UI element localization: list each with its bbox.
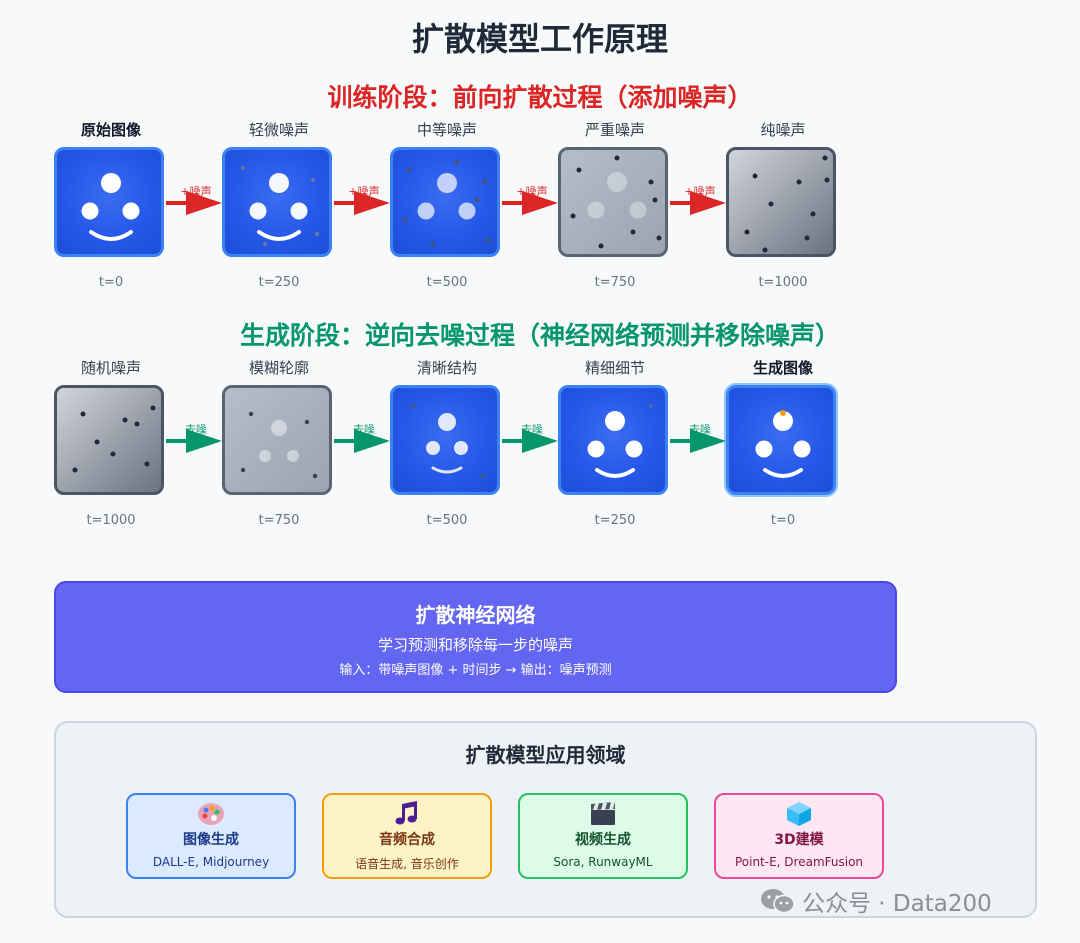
timestep-label: t=500 [426, 513, 468, 528]
application-title: 视频生成 [575, 832, 631, 848]
add-noise-arrow-icon [166, 191, 222, 215]
diffusion-network-box: 扩散神经网络 学习预测和移除每一步的噪声 输入：带噪声图像 + 时间步 → 输出… [54, 581, 897, 693]
palette-icon [128, 801, 294, 827]
denoise-arrow-icon [334, 429, 390, 453]
training-stage-label: 原始图像 [80, 121, 141, 139]
application-desc: 语音生成, 音乐创作 [355, 857, 459, 871]
training-stage-label: 中等噪声 [416, 121, 477, 139]
denoise-arrow-icon [502, 429, 558, 453]
training-stage-label: 纯噪声 [760, 121, 806, 139]
application-desc: Sora, RunwayML [553, 855, 653, 869]
medium-noise-panel [390, 147, 500, 257]
timestep-label: t=250 [258, 275, 300, 290]
timestep-label: t=0 [98, 275, 124, 290]
generated-image-panel [726, 385, 836, 495]
application-card-video: 视频生成 Sora, RunwayML [518, 793, 688, 879]
applications-title: 扩散模型应用领域 [465, 743, 626, 767]
application-card-image: 图像生成 DALL-E, Midjourney [126, 793, 296, 879]
application-title: 3D建模 [774, 832, 824, 848]
network-subtitle: 学习预测和移除每一步的噪声 [377, 636, 573, 654]
random-noise-panel [54, 385, 164, 495]
watermark-text: 公众号 · Data200 [802, 891, 992, 917]
add-noise-arrow-label: +噪声 [180, 185, 212, 198]
timestep-label: t=1000 [86, 513, 136, 528]
cube-icon [716, 801, 882, 827]
generation-stage-label: 随机噪声 [80, 359, 141, 377]
blurred-outline-panel [222, 385, 332, 495]
application-title: 图像生成 [183, 832, 239, 848]
network-io: 输入：带噪声图像 + 时间步 → 输出：噪声预测 [339, 663, 612, 678]
denoise-arrow-icon [670, 429, 726, 453]
add-noise-arrow-icon [670, 191, 726, 215]
application-card-3d: 3D建模 Point-E, DreamFusion [714, 793, 884, 879]
application-card-audio: 音频合成 语音生成, 音乐创作 [322, 793, 492, 879]
add-noise-arrow-label: +噪声 [684, 185, 716, 198]
original-image-panel [54, 147, 164, 257]
timestep-label: t=0 [770, 513, 796, 528]
network-title: 扩散神经网络 [415, 603, 536, 627]
fine-details-panel [558, 385, 668, 495]
pure-noise-panel [726, 147, 836, 257]
music-note-icon [324, 801, 490, 827]
add-noise-arrow-label: +噪声 [348, 185, 380, 198]
generation-stage-label: 模糊轮廓 [248, 359, 309, 377]
timestep-label: t=500 [426, 275, 468, 290]
add-noise-arrow-icon [334, 191, 390, 215]
generation-stage-label: 精细细节 [584, 359, 645, 377]
applications-box: 扩散模型应用领域 图像生成 DALL-E, Midjourney 音频合成 语音… [54, 721, 1037, 918]
add-noise-arrow-icon [502, 191, 558, 215]
training-stage-label: 严重噪声 [584, 121, 645, 139]
add-noise-arrow-label: +噪声 [516, 185, 548, 198]
application-desc: Point-E, DreamFusion [734, 855, 864, 869]
heavy-noise-panel [558, 147, 668, 257]
clear-structure-panel [390, 385, 500, 495]
application-title: 音频合成 [379, 832, 435, 848]
denoise-arrow-label: 去噪 [185, 423, 207, 436]
generation-stage-label: 生成图像 [752, 359, 813, 377]
training-stage-label: 轻微噪声 [248, 121, 309, 139]
watermark: 公众号 · Data200 [760, 884, 992, 921]
timestep-label: t=250 [594, 513, 636, 528]
application-desc: DALL-E, Midjourney [152, 855, 270, 869]
training-phase-title: 训练阶段：前向扩散过程（添加噪声） [327, 83, 753, 112]
slight-noise-panel [222, 147, 332, 257]
clapperboard-icon [520, 801, 686, 827]
denoise-arrow-label: 去噪 [353, 423, 375, 436]
denoise-arrow-label: 去噪 [689, 423, 711, 436]
generation-stage-label: 清晰结构 [416, 359, 477, 377]
page-title: 扩散模型工作原理 [411, 20, 668, 58]
wechat-icon [760, 887, 796, 921]
generation-phase-title: 生成阶段：逆向去噪过程（神经网络预测并移除噪声） [239, 321, 840, 350]
denoise-arrow-label: 去噪 [521, 423, 543, 436]
timestep-label: t=750 [594, 275, 636, 290]
denoise-arrow-icon [166, 429, 222, 453]
timestep-label: t=750 [258, 513, 300, 528]
timestep-label: t=1000 [758, 275, 808, 290]
